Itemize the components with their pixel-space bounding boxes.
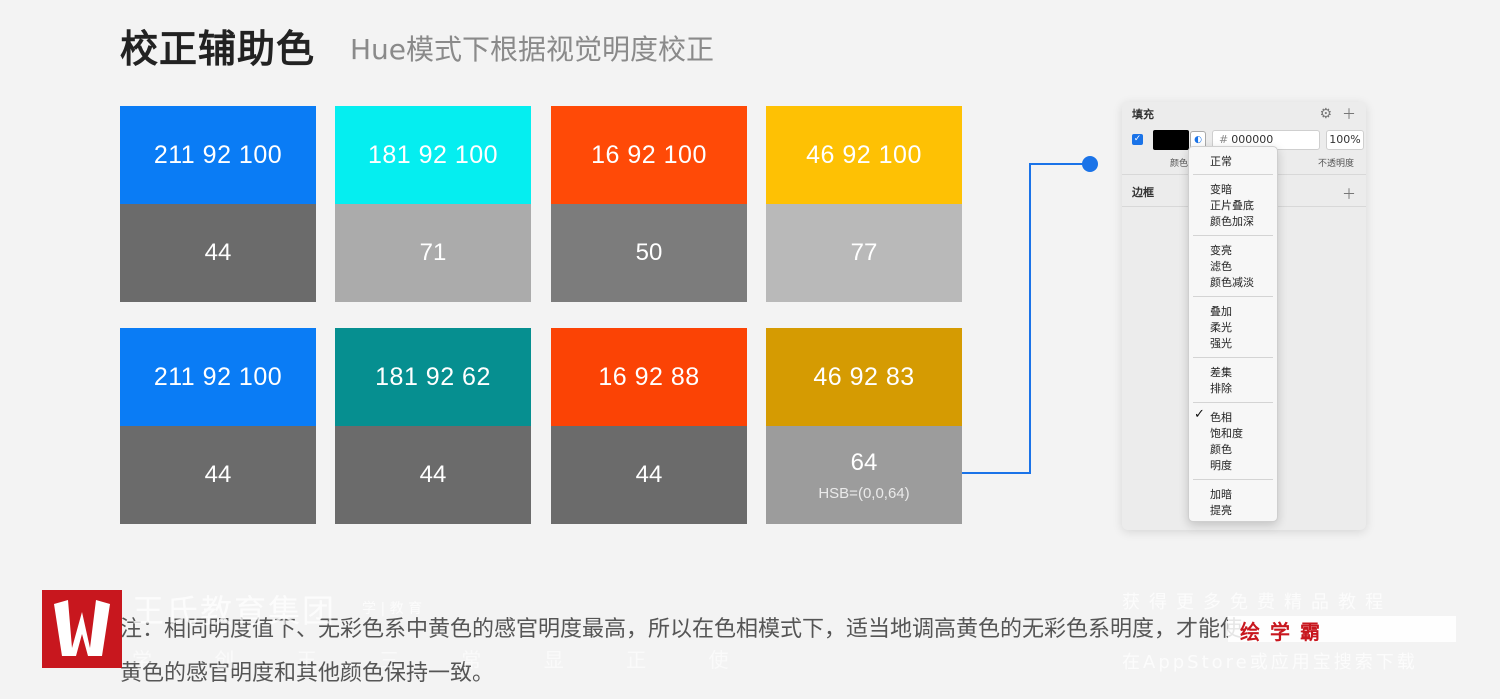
add-fill-icon[interactable]: ＋	[1342, 107, 1356, 123]
menu-separator	[1193, 296, 1273, 297]
menu-item-luminosity[interactable]: 明度	[1210, 459, 1232, 472]
border-title: 边框	[1132, 186, 1154, 199]
swatch-brightness-label: 77	[766, 204, 962, 302]
menu-item-plus-darker[interactable]: 加暗	[1210, 488, 1232, 501]
blend-mode-menu: 正常 变暗 正片叠底 颜色加深 变亮 滤色 颜色减淡 叠加 柔光 强光 差集 排…	[1188, 146, 1278, 522]
swatch-hsb-label: 181 92 100	[335, 106, 531, 204]
swatch-brightness-label: 44	[335, 426, 531, 524]
swatch-cyan-corrected: 181 92 62 44	[335, 328, 531, 524]
menu-item-screen[interactable]: 滤色	[1210, 260, 1232, 273]
swatch-hsb-label: 16 92 100	[551, 106, 747, 204]
border-header: 边框 ＋	[1132, 184, 1356, 204]
menu-item-color[interactable]: 颜色	[1210, 443, 1232, 456]
watermark-promo: 获得更多免费精品教程	[1122, 592, 1392, 613]
watermark-brand-small: 学 | 教 育	[362, 601, 423, 617]
page-subtitle: Hue模式下根据视觉明度校正	[350, 33, 715, 66]
menu-item-hard-light[interactable]: 强光	[1210, 337, 1232, 350]
swatch-brightness-label: 44	[551, 426, 747, 524]
swatch-hsb-label: 46 92 100	[766, 106, 962, 204]
color-swatch-button[interactable]	[1153, 130, 1189, 150]
swatch-blue-corrected: 211 92 100 44	[120, 328, 316, 524]
swatch-yellow: 46 92 100 77	[766, 106, 962, 302]
menu-item-normal[interactable]: 正常	[1210, 155, 1232, 168]
menu-item-hue[interactable]: 色相	[1210, 411, 1232, 424]
swatch-blue: 211 92 100 44	[120, 106, 316, 302]
watermark-download: 在AppStore或应用宝搜索下载	[1122, 652, 1418, 673]
brand-logo	[42, 590, 122, 668]
menu-item-multiply[interactable]: 正片叠底	[1210, 199, 1254, 212]
swatch-hsb-label: 211 92 100	[120, 106, 316, 204]
menu-item-overlay[interactable]: 叠加	[1210, 305, 1232, 318]
add-border-icon[interactable]: ＋	[1342, 187, 1356, 203]
menu-separator	[1193, 357, 1273, 358]
menu-item-soft-light[interactable]: 柔光	[1210, 321, 1232, 334]
menu-separator	[1193, 174, 1273, 175]
note-line-1: 注：相同明度值下、无彩色系中黄色的感官明度最高，所以在色相模式下，适当地调高黄色…	[120, 617, 1243, 642]
swatch-brightness-label: 64 HSB=(0,0,64)	[766, 426, 962, 524]
opacity-label: 不透明度	[1318, 159, 1355, 169]
fill-title: 填充	[1132, 108, 1154, 121]
checkmark-icon: ✓	[1194, 407, 1205, 422]
fill-header: 填充 ⚙ ＋	[1122, 102, 1366, 126]
opacity-input[interactable]: 100%	[1326, 130, 1364, 150]
swatch-hsb-label: 46 92 83	[766, 328, 962, 426]
menu-item-exclusion[interactable]: 排除	[1210, 382, 1232, 395]
menu-separator	[1193, 479, 1273, 480]
watermark-line-2: 学 创 王 三 常 显 正 使	[132, 648, 757, 672]
fill-enabled-checkbox[interactable]: ✓	[1132, 134, 1143, 145]
swatch-brightness-label: 71	[335, 204, 531, 302]
swatch-brightness-label: 44	[120, 204, 316, 302]
swatch-orange-corrected: 16 92 88 44	[551, 328, 747, 524]
menu-separator	[1193, 235, 1273, 236]
menu-item-color-burn[interactable]: 颜色加深	[1210, 215, 1254, 228]
page-title: 校正辅助色	[120, 27, 316, 71]
swatch-hsb-label: 181 92 62	[335, 328, 531, 426]
watermark-brand: 王氏教育集团	[132, 592, 337, 630]
swatch-brightness-label: 50	[551, 204, 747, 302]
swatch-hsb-label: 16 92 88	[551, 328, 747, 426]
menu-item-darken[interactable]: 变暗	[1210, 183, 1232, 196]
menu-separator	[1193, 402, 1273, 403]
swatch-hsb-label: 211 92 100	[120, 328, 316, 426]
menu-item-plus-lighter[interactable]: 提亮	[1210, 504, 1232, 517]
watermark-badge-bg	[1228, 616, 1456, 642]
swatch-orange: 16 92 100 50	[551, 106, 747, 302]
color-label: 颜色	[1170, 159, 1189, 169]
swatch-brightness-label: 44	[120, 426, 316, 524]
watermark-badge: 绘学霸	[1240, 620, 1330, 644]
swatch-yellow-corrected: 46 92 83 64 HSB=(0,0,64)	[766, 328, 962, 524]
menu-item-difference[interactable]: 差集	[1210, 366, 1232, 379]
menu-item-saturation[interactable]: 饱和度	[1210, 427, 1243, 440]
swatch-cyan: 181 92 100 71	[335, 106, 531, 302]
note-line-2: 黄色的感官明度和其他颜色保持一致。	[120, 661, 495, 686]
menu-item-color-dodge[interactable]: 颜色减淡	[1210, 276, 1254, 289]
swatch-hsb-note: HSB=(0,0,64)	[818, 484, 910, 502]
gear-icon[interactable]: ⚙	[1319, 106, 1332, 122]
menu-item-lighten[interactable]: 变亮	[1210, 244, 1232, 257]
